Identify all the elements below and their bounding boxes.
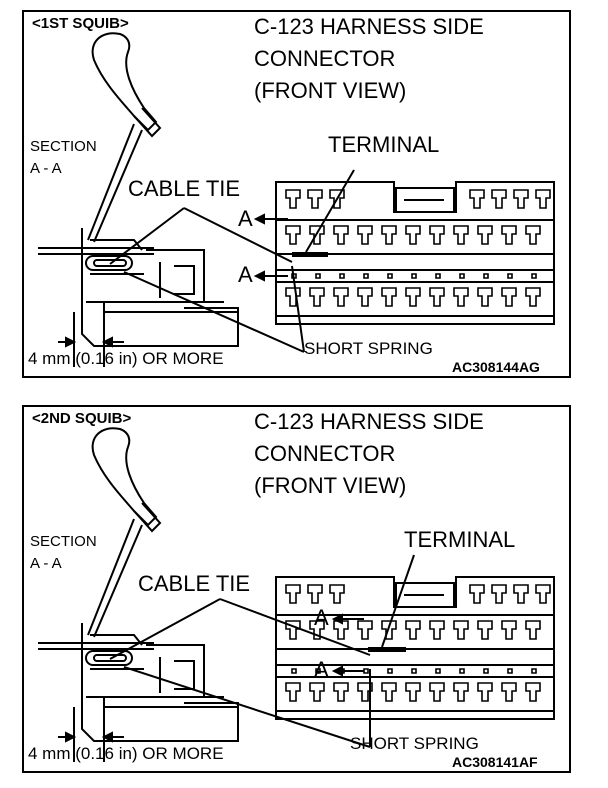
squib-tag: <1ST SQUIB> [32, 15, 129, 32]
cable-tie-loop [91, 32, 158, 132]
section-arrow-label-upper: A [314, 605, 329, 630]
squib-2-panel: <2ND SQUIB> C-123 HARNESS SIDE CONNECTOR… [22, 405, 571, 773]
section-arrow-label-lower: A [238, 262, 253, 287]
short-spring-mark [292, 252, 328, 257]
dimension-label: 4 mm (0.16 in) OR MORE [28, 744, 224, 763]
squib-tag: <2ND SQUIB> [32, 410, 132, 427]
dimension-label: 4 mm (0.16 in) OR MORE [28, 349, 224, 368]
section-label-line-2: A - A [30, 555, 62, 572]
section-arrow-label-upper: A [238, 206, 253, 231]
cable-tie-label: CABLE TIE [138, 571, 251, 596]
section-body [38, 623, 239, 742]
cable-tie-label: CABLE TIE [128, 176, 241, 201]
connector-title-line-3: (FRONT VIEW) [254, 78, 407, 103]
connector-title-line-2: CONNECTOR [254, 46, 396, 71]
squib-2-drawing [38, 427, 555, 762]
section-body [38, 228, 239, 347]
terminal-label: TERMINAL [328, 132, 440, 157]
short-spring-label: SHORT SPRING [350, 734, 479, 753]
connector-title-line-3: (FRONT VIEW) [254, 473, 407, 498]
connector-outline [275, 576, 555, 720]
connector-title-line-1: C-123 HARNESS SIDE [254, 14, 484, 39]
terminal-label: TERMINAL [404, 527, 516, 552]
connector-outline [275, 181, 555, 325]
section-arrow-label-lower: A [314, 657, 329, 682]
section-label-line-1: SECTION [30, 138, 97, 155]
cable-tie-loop [91, 427, 158, 527]
section-label-line-2: A - A [30, 160, 62, 177]
short-spring-mark [368, 647, 406, 652]
squib-1-drawing [38, 32, 555, 367]
connector-title-line-2: CONNECTOR [254, 441, 396, 466]
figure-code: AC308141AF [452, 754, 538, 770]
terminal-cavities [285, 584, 551, 702]
squib-1-panel: <1ST SQUIB> C-123 HARNESS SIDE CONNECTOR… [22, 10, 571, 378]
figure-code: AC308144AG [452, 359, 540, 375]
terminal-cavities [285, 189, 551, 307]
section-label-line-1: SECTION [30, 533, 97, 550]
connector-title-line-1: C-123 HARNESS SIDE [254, 409, 484, 434]
short-spring-label: SHORT SPRING [304, 339, 433, 358]
